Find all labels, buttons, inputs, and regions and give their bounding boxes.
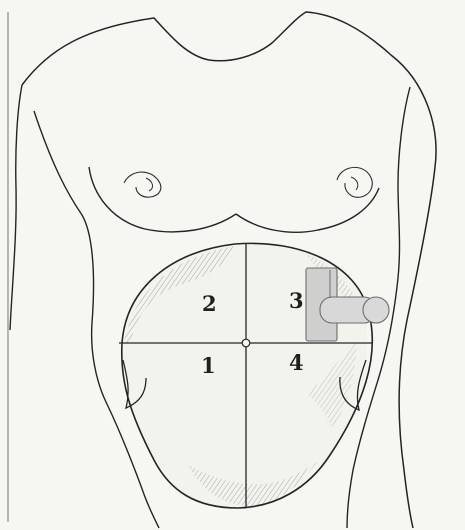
right-nipple-sketch	[351, 177, 358, 190]
quadrant-label-2: 2	[202, 291, 217, 316]
left-breast-outline	[89, 167, 236, 232]
left-nipple-sketch	[146, 178, 153, 191]
right-areola-sketch	[337, 167, 372, 197]
left-torso-outline	[10, 85, 22, 330]
right-breast-outline	[236, 188, 379, 232]
quadrant-label-3: 3	[289, 288, 304, 313]
left-areola-sketch	[124, 172, 161, 197]
quadrant-label-1: 1	[201, 353, 216, 378]
quadrant-label-4: 4	[289, 350, 304, 375]
navel-marker	[242, 339, 250, 347]
probe-tip	[363, 297, 389, 323]
